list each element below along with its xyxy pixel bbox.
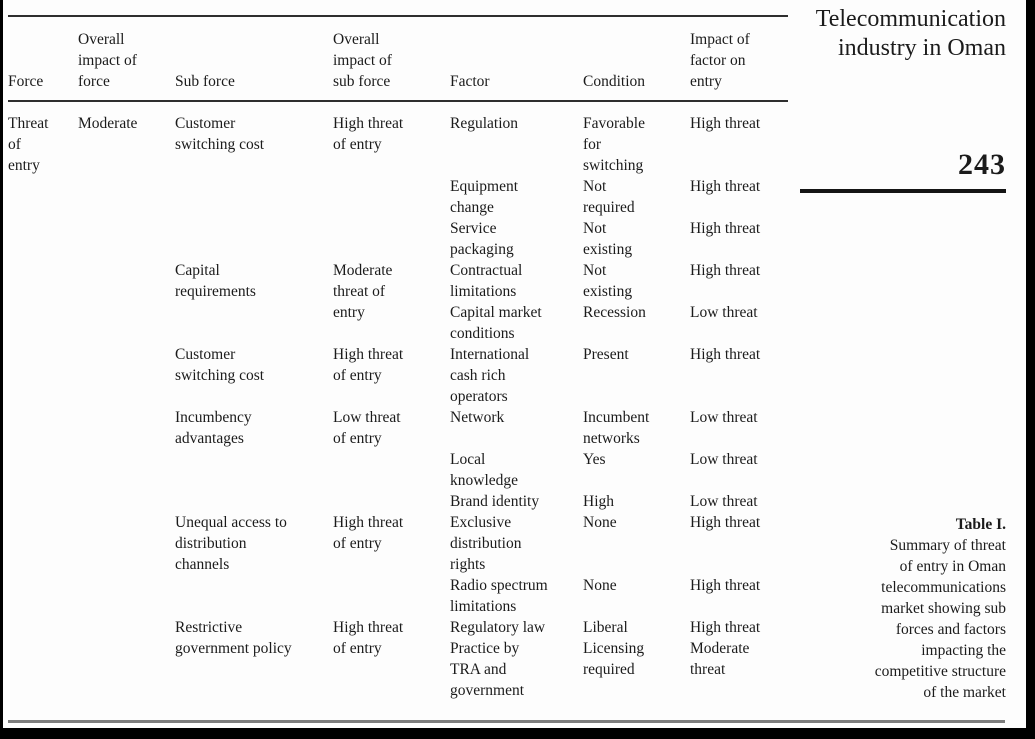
table-cell: Not required <box>583 178 635 216</box>
table-cell: Brand identity <box>450 493 540 510</box>
table-cell: Capital market conditions <box>450 304 542 342</box>
table-cell: Low threat <box>690 304 758 321</box>
table-cell: Customer switching cost <box>175 115 265 153</box>
table-row: Customer switching cost High threat of en… <box>8 344 788 407</box>
table-cell: High <box>583 493 614 510</box>
table-cell: Not existing <box>583 220 633 258</box>
table-cell: None <box>583 577 617 594</box>
table-row: Capital requirements Moderate threat of e… <box>8 260 788 321</box>
table-row: Equipment change Not required High threat <box>8 176 788 218</box>
table-row: Radio spectrum limitations None High threa… <box>8 575 788 617</box>
table-row: Threat of entry Moderate Customer switchin… <box>8 101 788 176</box>
table-cell: Network <box>450 409 505 426</box>
table-cell: Local knowledge <box>450 451 519 489</box>
right-margin-column: Telecommunication industry in Oman 243 T… <box>788 0 1006 739</box>
table-cell: Contractual limitations <box>450 262 523 300</box>
table-caption-label: Table I. <box>955 516 1006 533</box>
page-title: Telecommunication industry in Oman <box>815 6 1006 61</box>
scan-frame-left <box>0 0 3 739</box>
column-header: Impact of factor on entry <box>690 16 788 102</box>
table-cell: Regulation <box>450 115 519 132</box>
column-header: Overall impact of force <box>78 16 175 102</box>
table-cell: Unequal access to distribution channels <box>175 514 287 573</box>
table-cell: High threat <box>690 220 761 237</box>
table-cell: Threat of entry <box>8 115 49 174</box>
table-cell: High threat <box>690 262 761 279</box>
table-row: Capital market conditions Recession Low th… <box>8 302 788 344</box>
table-row: Practice by TRA and government Licensing … <box>8 638 788 701</box>
table-cell: High threat <box>690 514 761 531</box>
table-cell: Moderate threat <box>690 640 750 678</box>
table-cell: High threat of entry <box>333 619 404 657</box>
table-row: Unequal access to distribution channels H… <box>8 512 788 575</box>
table-cell: Customer switching cost <box>175 346 265 384</box>
table-row: Service packaging Not existing High threat <box>8 218 788 260</box>
table-cell: High threat of entry <box>333 514 404 552</box>
table-cell: Low threat <box>690 451 758 468</box>
table-cell: High threat <box>690 115 761 132</box>
table-cell: Incumbent networks <box>583 409 650 447</box>
table-cell: High threat of entry <box>333 346 404 384</box>
table-row: Local knowledge Yes Low threat <box>8 449 788 491</box>
table-cell: Liberal <box>583 619 628 636</box>
table-cell: Regulatory law <box>450 619 546 636</box>
column-header: Overall impact of sub force <box>333 16 450 102</box>
column-header: Condition <box>583 16 690 102</box>
table-cell: Moderate <box>78 115 138 132</box>
table-caption-text: Summary of threat of entry in Oman telec… <box>874 537 1006 701</box>
table-cell: Exclusive distribution rights <box>450 514 522 573</box>
table-cell: High threat of entry <box>333 115 404 153</box>
table-cell: High threat <box>690 346 761 363</box>
page-number-rule <box>800 189 1006 193</box>
table-cell: Equipment change <box>450 178 519 216</box>
table-cell: Low threat <box>690 409 758 426</box>
table-cell: Capital requirements <box>175 262 256 300</box>
page-bottom-rule <box>8 720 1005 723</box>
table-cell: Practice by TRA and government <box>450 640 525 699</box>
table-cell: Incumbency advantages <box>175 409 252 447</box>
table-row: Incumbency advantages Low threat of entry… <box>8 407 788 449</box>
table-cell: Low threat <box>690 493 758 510</box>
table-cell: International cash rich operators <box>450 346 530 405</box>
table-cell: High threat <box>690 178 761 195</box>
table-cell: None <box>583 514 617 531</box>
page-number: 243 <box>958 148 1006 181</box>
table-cell: Present <box>583 346 629 363</box>
table-caption: Table I. Summary of threat of entry in O… <box>788 514 1006 703</box>
column-header: Force <box>8 16 78 102</box>
table-cell: Not existing <box>583 262 633 300</box>
scan-frame-bottom <box>0 728 1035 739</box>
table-cell: High threat <box>690 577 761 594</box>
scan-frame-right <box>1026 0 1035 739</box>
table-cell: Favorable for switching <box>583 115 645 174</box>
table-cell: Yes <box>583 451 606 468</box>
table-cell: High threat <box>690 619 761 636</box>
table-cell: Low threat of entry <box>333 409 401 447</box>
column-header: Sub force <box>175 16 333 102</box>
table-row: Brand identity High Low threat <box>8 491 788 512</box>
column-header: Factor <box>450 16 583 102</box>
table-cell: Service packaging <box>450 220 514 258</box>
table-cell: Recession <box>583 304 646 321</box>
table-cell: Licensing required <box>583 640 645 678</box>
table-cell: Restrictive government policy <box>175 619 292 657</box>
table-cell: Moderate threat of entry <box>333 262 393 321</box>
table-cell: Radio spectrum limitations <box>450 577 548 615</box>
table-row: Restrictive government policy High threat… <box>8 617 788 657</box>
